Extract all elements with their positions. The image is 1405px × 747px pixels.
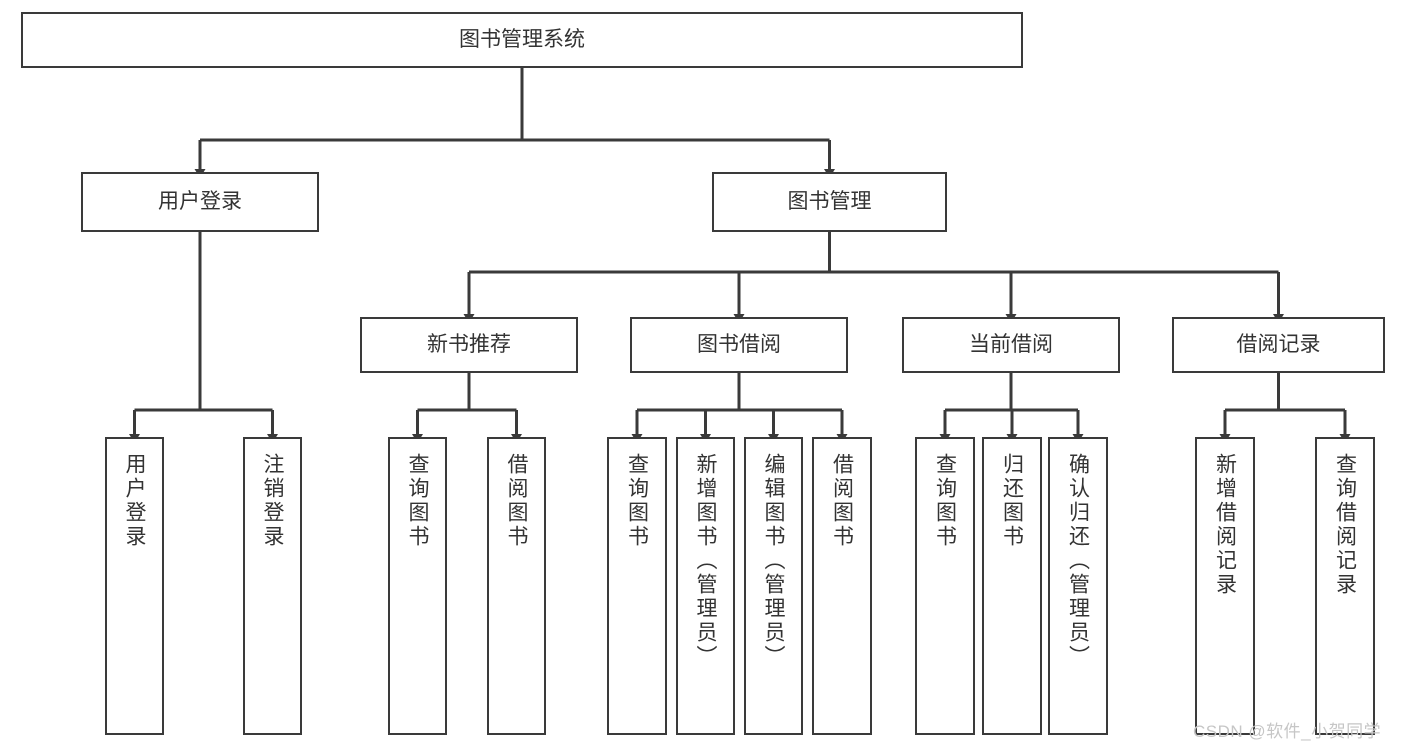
node-label: 新书推荐: [427, 332, 511, 356]
node-level3-1[interactable]: 图书借阅: [630, 317, 848, 373]
node-leaf-5[interactable]: 新增图书（管理员）: [676, 437, 735, 735]
node-label: 借阅图书: [505, 453, 528, 549]
node-leaf-11[interactable]: 新增借阅记录: [1195, 437, 1255, 735]
node-leaf-9[interactable]: 归还图书: [982, 437, 1042, 735]
node-label: 注销登录: [261, 453, 284, 549]
node-leaf-8[interactable]: 查询图书: [915, 437, 975, 735]
node-level3-2[interactable]: 当前借阅: [902, 317, 1120, 373]
node-label: 借阅图书: [830, 453, 854, 549]
node-level2-0[interactable]: 用户登录: [81, 172, 319, 232]
node-label: 查询借阅记录: [1333, 453, 1357, 597]
node-label: 图书管理系统: [459, 27, 585, 51]
node-label: 当前借阅: [969, 332, 1053, 356]
node-leaf-7[interactable]: 借阅图书: [812, 437, 872, 735]
node-label: 新增借阅记录: [1213, 453, 1237, 597]
node-level3-0[interactable]: 新书推荐: [360, 317, 578, 373]
node-leaf-4[interactable]: 查询图书: [607, 437, 667, 735]
node-leaf-2[interactable]: 查询图书: [388, 437, 447, 735]
node-label: 图书借阅: [697, 332, 781, 356]
node-label: 借阅记录: [1236, 332, 1321, 356]
node-level3-3[interactable]: 借阅记录: [1172, 317, 1385, 373]
node-level2-1[interactable]: 图书管理: [712, 172, 947, 232]
node-leaf-6[interactable]: 编辑图书（管理员）: [744, 437, 803, 735]
node-label: 用户登录: [158, 189, 242, 213]
node-label: 图书管理: [787, 189, 872, 213]
node-leaf-10[interactable]: 确认归还（管理员）: [1048, 437, 1108, 735]
node-label: 归还图书: [1000, 453, 1024, 549]
node-root[interactable]: 图书管理系统: [21, 12, 1023, 68]
node-leaf-12[interactable]: 查询借阅记录: [1315, 437, 1375, 735]
node-label: 用户登录: [123, 453, 146, 549]
node-leaf-0[interactable]: 用户登录: [105, 437, 164, 735]
node-label: 编辑图书（管理员）: [762, 453, 785, 669]
node-label: 查询图书: [406, 453, 429, 549]
node-leaf-3[interactable]: 借阅图书: [487, 437, 546, 735]
node-label: 查询图书: [625, 453, 649, 549]
node-label: 新增图书（管理员）: [694, 453, 717, 669]
node-leaf-1[interactable]: 注销登录: [243, 437, 302, 735]
node-label: 确认归还（管理员）: [1066, 453, 1090, 669]
node-label: 查询图书: [933, 453, 957, 549]
watermark: CSDN @软件_小贺同学: [1193, 722, 1382, 741]
